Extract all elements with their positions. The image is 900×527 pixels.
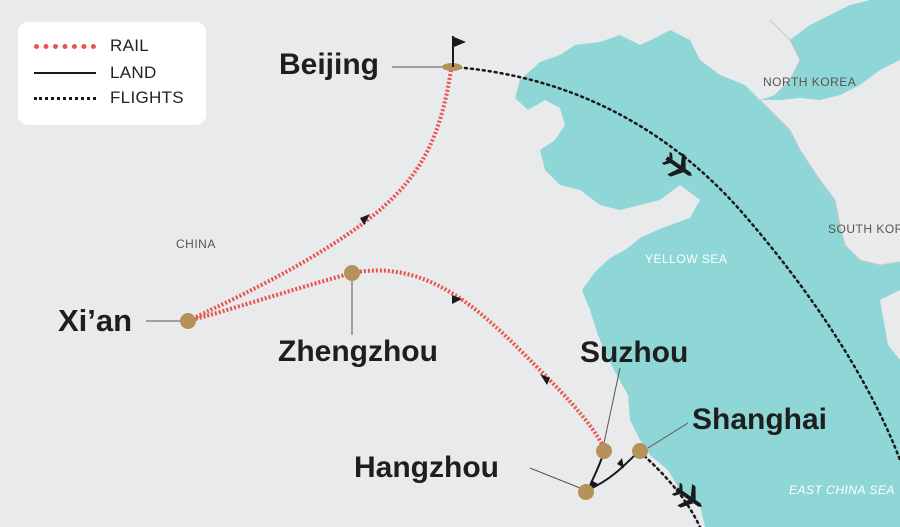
city-label-shanghai: Shanghai <box>692 403 828 436</box>
city-marker-hangzhou <box>578 484 594 500</box>
city-label-beijing: Beijing <box>279 48 380 81</box>
rail-xian-zhengzhou <box>187 271 353 323</box>
leader-suzhou <box>603 367 621 444</box>
korea-coast <box>759 99 900 266</box>
rail-arrow-3 <box>540 374 550 385</box>
rail-arrows <box>360 214 550 385</box>
legend-rail-swatch <box>34 43 96 49</box>
legend-rail: RAIL <box>34 34 149 58</box>
airplane-icon <box>671 482 702 508</box>
leader-shanghai <box>647 422 689 449</box>
legend-land-swatch <box>34 72 96 74</box>
country-border <box>769 19 801 96</box>
legend-flights-label: FLIGHTS <box>110 88 184 107</box>
flight-from-shanghai <box>638 450 702 527</box>
map-legend: RAIL LAND FLIGHTS <box>18 22 206 125</box>
city-marker-shanghai <box>632 443 648 459</box>
airplane-icon <box>661 151 692 177</box>
region-label-china: CHINA <box>176 237 216 251</box>
legend-flights-swatch <box>34 96 96 100</box>
rail-routes <box>187 69 606 449</box>
korea-peninsula <box>760 60 900 265</box>
flight-routes <box>451 65 900 527</box>
leader-lines <box>146 66 689 489</box>
city-marker-zhengzhou <box>344 265 360 281</box>
rail-zhengzhou-suzhou <box>351 268 606 449</box>
city-label-zhengzhou: Zhengzhou <box>278 335 438 368</box>
leader-hangzhou <box>529 467 581 489</box>
rail-arrow-2 <box>452 295 462 304</box>
region-label-yellow-sea: YELLOW SEA <box>645 252 728 266</box>
legend-land: LAND <box>34 61 157 85</box>
legend-flights: FLIGHTS <box>34 86 184 110</box>
city-label-hangzhou: Hangzhou <box>354 451 499 484</box>
city-marker-xian <box>180 313 196 329</box>
city-marker-suzhou <box>596 443 612 459</box>
flight-from-beijing <box>451 65 900 462</box>
flag-icon <box>452 36 466 67</box>
land-arrow-2 <box>617 458 624 468</box>
region-label-east-china-sea: EAST CHINA SEA <box>789 483 895 497</box>
legend-land-label: LAND <box>110 63 157 82</box>
region-label-south-korea: SOUTH KORE <box>828 222 900 236</box>
region-label-north-korea: NORTH KOREA <box>763 75 857 89</box>
city-markers <box>180 63 648 500</box>
legend-rail-label: RAIL <box>110 36 149 55</box>
city-label-suzhou: Suzhou <box>580 336 689 369</box>
rail-arrow-1 <box>360 214 370 225</box>
japan-land <box>880 290 900 360</box>
city-label-xian: Xi’an <box>58 303 133 338</box>
